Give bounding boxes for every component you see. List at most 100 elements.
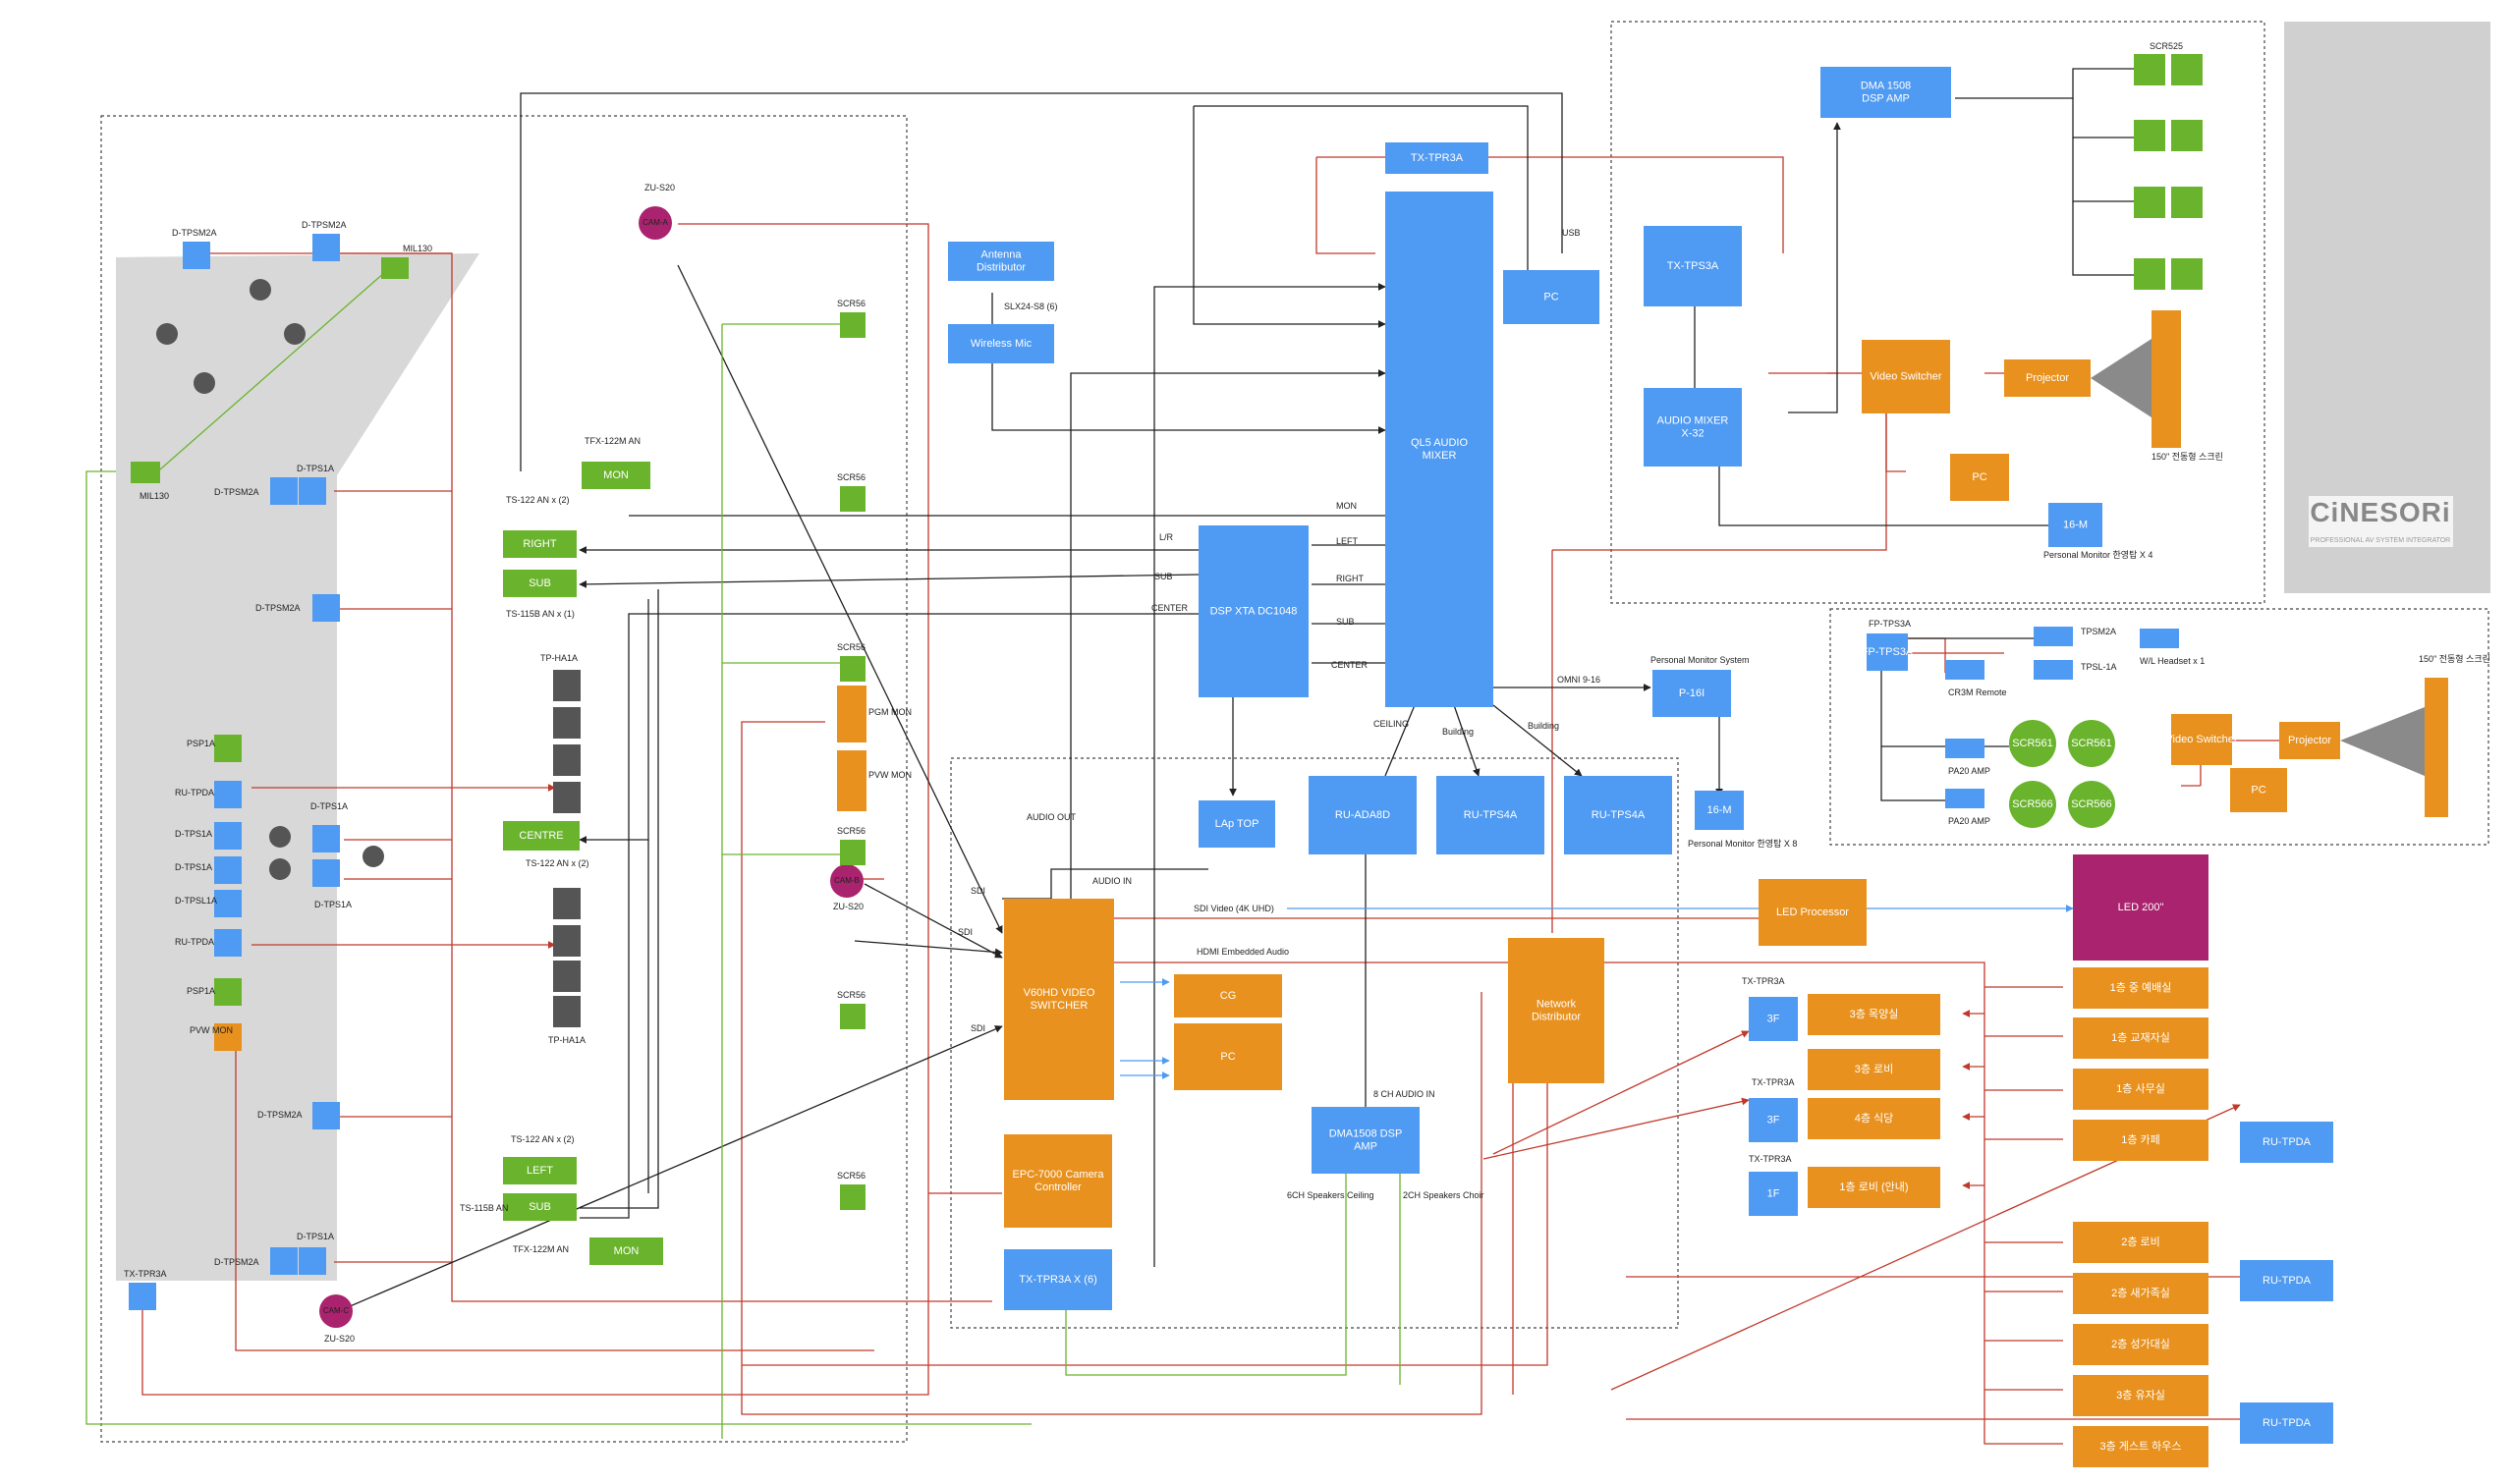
node-pa20-2 (1945, 789, 1984, 808)
node-label-rut1: RU-TPDA (2263, 1136, 2312, 1148)
label-tpsm2a-1: D-TPSM2A (172, 228, 217, 238)
node-label-tx1f: 1F (1767, 1187, 1780, 1199)
node-tpsm2a-3 (270, 477, 298, 505)
label-pm-bot: Personal Monitor 한영탑 X 8 (1688, 838, 1797, 849)
node-label-scr561: SCR561 (2012, 738, 2053, 749)
node-label-rut3: RU-TPDA (2263, 1417, 2312, 1429)
node-tpha1a-bot (553, 961, 581, 992)
node-rut2 (2240, 1260, 2333, 1301)
node-scr56-6 (840, 1184, 866, 1210)
label-camc: CAM-C (323, 1306, 349, 1315)
node-pgmmon (837, 686, 866, 742)
node-scr525 (2171, 187, 2203, 218)
node-vswitch-r (2171, 714, 2232, 765)
label-pgmmon: PGM MON (868, 707, 912, 717)
label-sdi2: SDI (958, 927, 973, 937)
label-pmsys: Personal Monitor System (1650, 655, 1750, 665)
node-wl (2140, 629, 2179, 648)
node-c5 (2073, 1222, 2208, 1263)
label-psp1a-2: PSP1A (187, 986, 215, 996)
label-sdi1: SDI (971, 886, 985, 896)
projector-beam (2340, 707, 2425, 776)
node-scr56-3 (840, 656, 866, 682)
node-label-scr566: SCR566 (2012, 798, 2053, 810)
node-r4 (1808, 1098, 1940, 1139)
label-scr56-2: SCR56 (837, 472, 866, 482)
node-c7 (2073, 1324, 2208, 1365)
label-center-lbl2: CENTER (1331, 660, 1369, 670)
node-txtps3a (1644, 226, 1742, 306)
label-scr525: SCR525 (2150, 41, 2183, 51)
label-tx3f2-lbl: TX-TPR3A (1752, 1077, 1795, 1087)
node-rutpda-1 (214, 781, 242, 808)
node-screen-top (2152, 310, 2181, 448)
label-wl: W/L Headset x 1 (2140, 656, 2205, 666)
node-mon-top (582, 462, 650, 489)
node-rut3 (2240, 1402, 2333, 1444)
node-camc (319, 1294, 353, 1328)
label-zus20-bot: ZU-S20 (324, 1334, 355, 1344)
brand-tagline: PROFESSIONAL AV SYSTEM INTEGRATOR (2311, 537, 2451, 544)
node-label-left: LEFT (527, 1165, 553, 1177)
node-label-c3: 1층 사무실 (2116, 1082, 2165, 1095)
node-scr56-1 (840, 312, 866, 338)
label-tx3f-lbl: TX-TPR3A (1742, 976, 1785, 986)
node-m16-top (2048, 503, 2102, 547)
node-scr56-4 (840, 840, 866, 865)
label-crm: CR3M Remote (1948, 687, 2007, 697)
node-c6 (2073, 1273, 2208, 1314)
label-tfx122m-top: TFX-122M AN (585, 436, 641, 446)
node-label-cg: CG (1220, 990, 1237, 1002)
label-ts122-mid: TS-122 AN x (2) (526, 858, 589, 868)
label-tpsm2a-r: TPSM2A (2081, 627, 2116, 636)
label-omni: OMNI 9-16 (1557, 675, 1600, 685)
node-label-c5: 2층 로비 (2121, 1236, 2160, 1248)
node-label-rutps4a-2: RU-TPS4A (1592, 809, 1646, 821)
node-led (2073, 854, 2208, 961)
node-c9 (2073, 1426, 2208, 1467)
node-label-c4: 1층 카페 (2121, 1133, 2160, 1146)
node-dtps1a-b (214, 856, 242, 884)
node-label-pc-top: PC (1543, 291, 1558, 302)
label-tpsm2a-6: D-TPSM2A (214, 1257, 259, 1267)
node-pa20-1 (1945, 739, 1984, 758)
node-screen-r (2425, 678, 2448, 817)
label-screen-r: 150" 전동형 스크린 (2419, 654, 2490, 664)
node-wmic (948, 324, 1054, 363)
node-label-pc-r: PC (2251, 784, 2265, 796)
label-building2: Building (1528, 721, 1559, 731)
node-scr561 (2009, 720, 2056, 767)
brand-panel: CiNESORi PROFESSIONAL AV SYSTEM INTEGRAT… (2284, 22, 2490, 593)
audience-dots (156, 279, 384, 880)
label-pa20-1: PA20 AMP (1948, 766, 1990, 776)
node-tpha1a-bot (553, 888, 581, 919)
label-cama: CAM-A (643, 218, 668, 227)
node-label-mon-bot: MON (614, 1245, 640, 1257)
node-txtpr3a-top (1385, 142, 1488, 174)
label-ts122-bot: TS-122 AN x (2) (511, 1134, 575, 1144)
node-label-laptop: LAp TOP (1215, 818, 1259, 830)
label-txtpr3a-left: TX-TPR3A (124, 1269, 167, 1279)
node-tps1a-2 (299, 1247, 326, 1275)
label-mil130-left: MIL130 (140, 491, 169, 501)
node-c2 (2073, 1017, 2208, 1059)
node-scr525 (2134, 187, 2165, 218)
node-crm (1945, 660, 1984, 680)
node-label-vswitch-top: Video Switcher (1870, 370, 1942, 382)
label-ts122-top: TS-122 AN x (2) (506, 495, 570, 505)
node-c1 (2073, 967, 2208, 1009)
label-pvwmon-left: PVW MON (190, 1025, 233, 1035)
label-tpha1a-top: TP-HA1A (540, 653, 578, 663)
label-audio-in: AUDIO IN (1092, 876, 1132, 886)
node-label-dsp: DSP XTA DC1048 (1210, 605, 1298, 617)
node-label-c6: 2층 새가족실 (2111, 1287, 2170, 1299)
node-cama (639, 206, 672, 240)
label-building1: Building (1442, 727, 1474, 737)
node-label-pc-mid: PC (1220, 1051, 1235, 1063)
